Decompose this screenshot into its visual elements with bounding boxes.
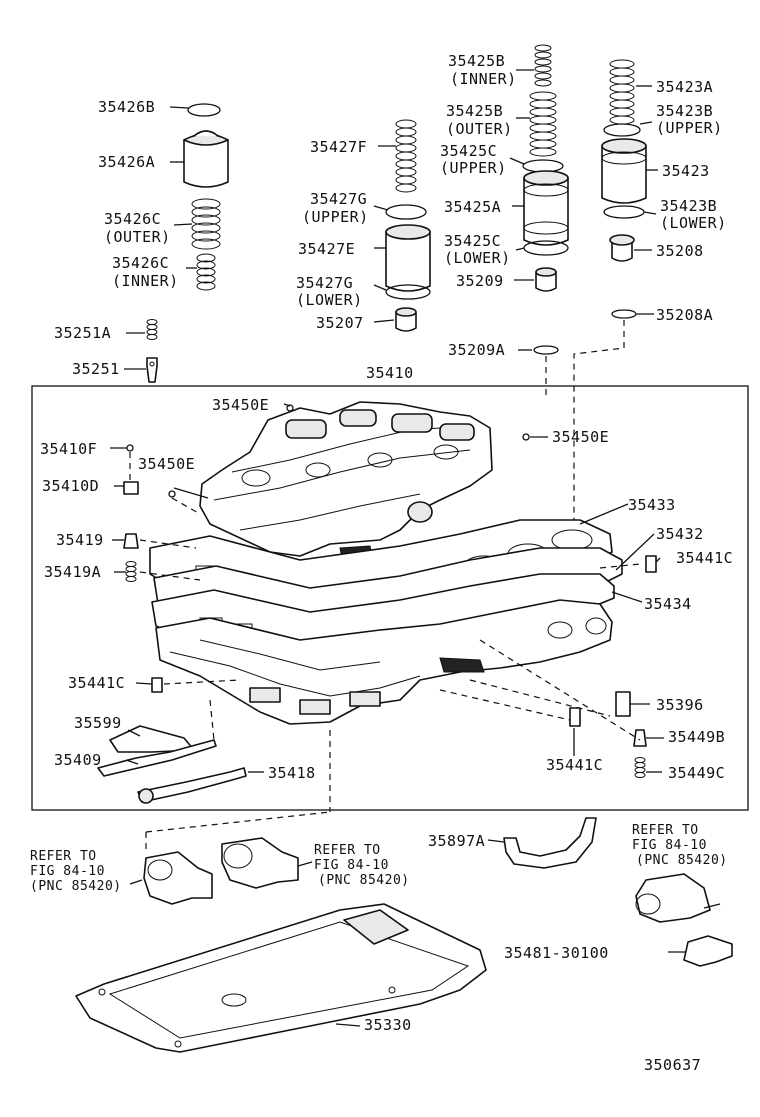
reference-note-left: REFER TO FIG 84-10 (PNC 85420) <box>30 849 122 894</box>
label-35330: 35330 <box>364 1016 412 1034</box>
ref-middle-line3: (PNC 85420) <box>318 873 410 888</box>
label-35410: 35410 <box>366 364 414 382</box>
label-35409: 35409 <box>54 751 102 769</box>
label-35432: 35432 <box>656 525 704 543</box>
ref-middle-line2: FIG 84-10 <box>314 858 389 873</box>
label-35426B: 35426B <box>98 98 155 116</box>
label-35427F: 35427F <box>310 138 367 156</box>
label-35425C-lower-qualifier: (LOWER) <box>444 249 511 267</box>
label-35449C: 35449C <box>668 764 725 782</box>
lower-valve-body <box>155 599 613 725</box>
label-35427G-upper: 35427G <box>310 190 367 208</box>
label-35426C-outer: 35426C <box>104 210 161 228</box>
label-35599: 35599 <box>74 714 122 732</box>
label-35251A: 35251A <box>54 324 111 342</box>
label-35425B-outer-qualifier: (OUTER) <box>446 120 513 138</box>
label-35419: 35419 <box>56 531 104 549</box>
label-35433: 35433 <box>628 496 676 514</box>
label-35481-30100: 35481-30100 <box>504 944 609 962</box>
guide-lines-body <box>129 452 641 812</box>
label-35419A: 35419A <box>44 563 101 581</box>
label-35209: 35209 <box>456 272 504 290</box>
part-35251-group <box>124 319 158 383</box>
label-35207: 35207 <box>316 314 364 332</box>
label-35423A: 35423A <box>656 78 713 96</box>
part-35425-group <box>509 44 569 355</box>
label-35441C-left: 35441C <box>68 674 125 692</box>
guide-solenoid <box>145 811 331 833</box>
label-35426C-inner: 35426C <box>112 254 169 272</box>
label-35423B-upper: 35423B <box>656 102 713 120</box>
ref-left-line2: FIG 84-10 <box>30 864 105 879</box>
label-35251: 35251 <box>72 360 120 378</box>
guide-lines-top <box>545 320 625 520</box>
part-35423-group <box>601 59 658 319</box>
leader-lines-body <box>110 403 664 773</box>
ref-middle-line1: REFER TO <box>314 843 381 858</box>
upper-valve-body <box>199 401 493 559</box>
label-35208A: 35208A <box>656 306 713 324</box>
label-35410D: 35410D <box>42 477 99 495</box>
label-35427G-lower: 35427G <box>296 274 353 292</box>
small-components <box>97 404 657 804</box>
label-35425C-upper-qualifier: (UPPER) <box>440 159 507 177</box>
label-35423: 35423 <box>662 162 710 180</box>
diagram-number: 350637 <box>644 1056 701 1074</box>
label-35426A: 35426A <box>98 153 155 171</box>
label-35209A: 35209A <box>448 341 505 359</box>
part-35426-group <box>169 103 229 291</box>
label-35418: 35418 <box>268 764 316 782</box>
label-35450E-top: 35450E <box>212 396 269 414</box>
solenoid-middle <box>221 837 313 889</box>
ref-right-line1: REFER TO <box>632 823 699 838</box>
pipe-35897A <box>487 817 597 869</box>
solenoid-left <box>129 851 213 905</box>
label-35425B-inner: 35425B <box>448 52 505 70</box>
label-35427E: 35427E <box>298 240 355 258</box>
label-35396: 35396 <box>656 696 704 714</box>
label-35441C-right: 35441C <box>676 549 733 567</box>
label-35423B-lower-qualifier: (LOWER) <box>660 214 727 232</box>
label-35423B-lower: 35423B <box>660 197 717 215</box>
label-35426C-inner-qualifier: (INNER) <box>112 272 179 290</box>
ref-right-line3: (PNC 85420) <box>636 853 728 868</box>
label-35897A: 35897A <box>428 832 485 850</box>
label-35450E-right: 35450E <box>552 428 609 446</box>
label-35425A: 35425A <box>444 198 501 216</box>
reference-note-right: REFER TO FIG 84-10 (PNC 85420) <box>632 823 728 868</box>
oil-strainer-35330 <box>75 903 487 1053</box>
label-35427G-upper-qualifier: (UPPER) <box>302 208 369 226</box>
ref-left-line1: REFER TO <box>30 849 97 864</box>
ref-left-line3: (PNC 85420) <box>30 879 122 894</box>
bracket-35481 <box>668 935 733 967</box>
label-35450E-left: 35450E <box>138 455 195 473</box>
label-35423B-upper-qualifier: (UPPER) <box>656 119 723 137</box>
solenoid-right <box>635 873 721 923</box>
label-35449B: 35449B <box>668 728 725 746</box>
part-35427-group <box>373 119 431 332</box>
label-35425B-outer: 35425B <box>446 102 503 120</box>
label-35425C-lower: 35425C <box>444 232 501 250</box>
label-35425C-upper: 35425C <box>440 142 497 160</box>
reference-note-middle: REFER TO FIG 84-10 (PNC 85420) <box>314 843 410 888</box>
label-35410F: 35410F <box>40 440 97 458</box>
label-35434: 35434 <box>644 595 692 613</box>
label-35425B-inner-qualifier: (INNER) <box>450 70 517 88</box>
label-35427G-lower-qualifier: (LOWER) <box>296 291 363 309</box>
ref-right-line2: FIG 84-10 <box>632 838 707 853</box>
valve-body-assembly-frame <box>31 385 749 811</box>
label-35441C-bottom: 35441C <box>546 756 603 774</box>
label-35208: 35208 <box>656 242 704 260</box>
label-35426C-outer-qualifier: (OUTER) <box>104 228 171 246</box>
